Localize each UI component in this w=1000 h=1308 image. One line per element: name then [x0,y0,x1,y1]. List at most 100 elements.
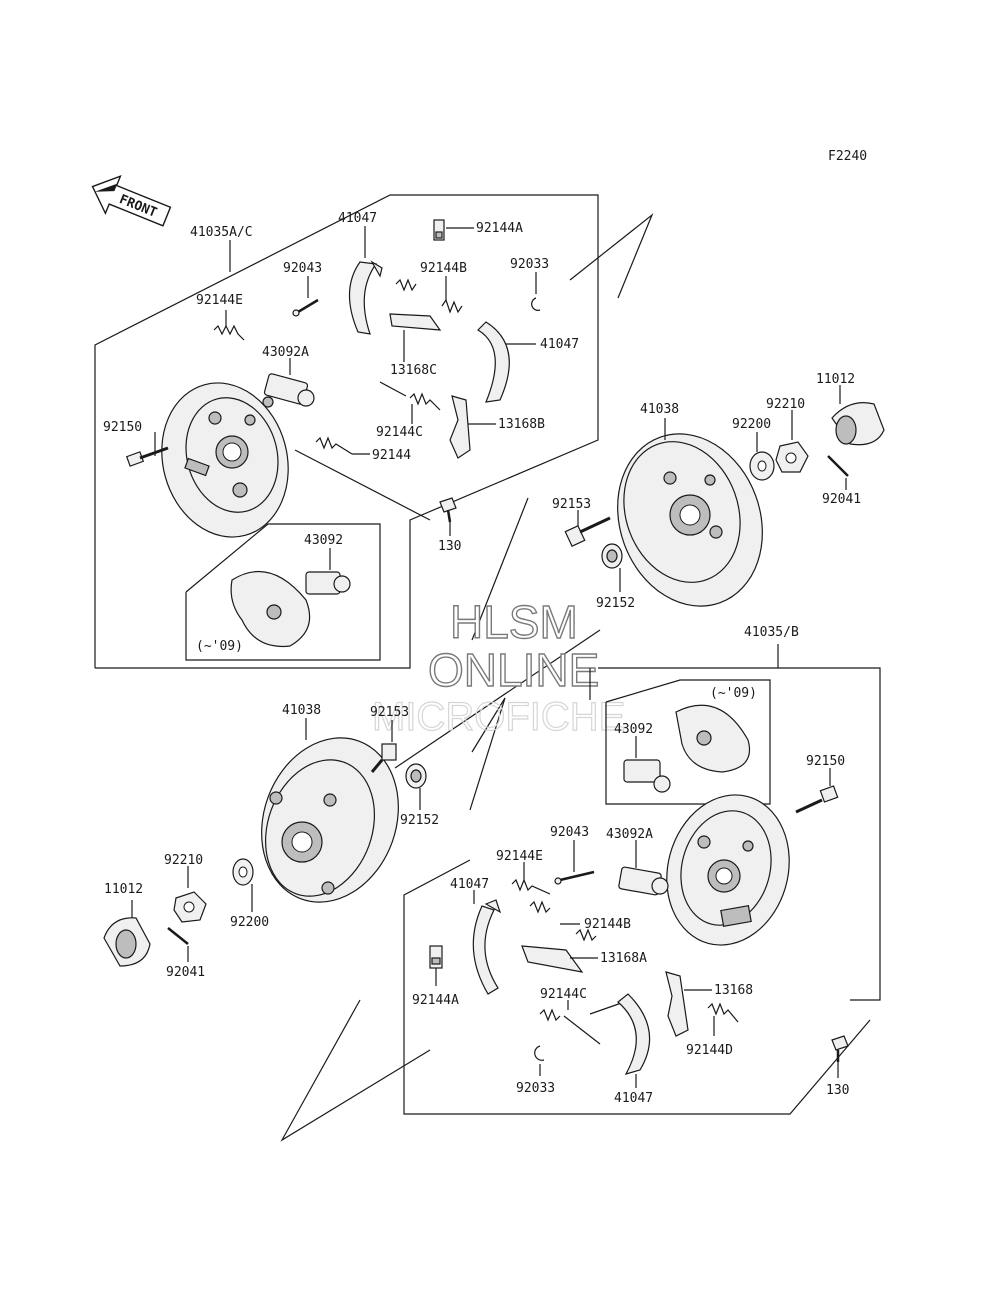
pin-92043-bottom [554,840,595,885]
label-92152-right: 92152 [596,596,635,611]
spring-92144b-bottom [529,900,597,942]
label-92200-left: 92200 [230,915,269,930]
brake-panel-top [161,382,289,538]
brake-panel-bottom [666,794,790,946]
spring-92144c-bottom [539,999,631,1045]
label-92210-right: 92210 [766,397,805,412]
seal-92152-right [601,543,623,592]
bolt-92150-top [125,432,169,467]
label-92210-left: 92210 [164,853,203,868]
label-92150-bottom: 92150 [806,754,845,769]
label-41047-top-a: 41047 [338,211,377,226]
label-11012-left: 11012 [104,882,143,897]
variant-inset-top [185,523,381,661]
label-41047-top-b: 41047 [540,337,579,352]
cap-11012-right [831,385,885,446]
label-43092a-bottom: 43092A [606,827,653,842]
adjuster-13168c-top [389,313,442,362]
label-41035ac: 41035A/C [190,225,253,240]
label-41047-bottom-b: 41047 [614,1091,653,1106]
label-13168b-top: 13168B [498,417,545,432]
label-13168-bottom: 13168 [714,983,753,998]
clip-92033-bottom [534,1045,545,1076]
label-92144-top: 92144 [372,448,411,463]
brake-shoe-41047-bottom-a [472,890,502,995]
stud-92153-right [564,510,611,548]
brake-shoe-41047-top-b [477,321,536,403]
label-92144c-top: 92144C [376,425,423,440]
label-92144e-top: 92144E [196,293,243,308]
label-92041-left: 92041 [166,965,205,980]
label-92144e-bottom: 92144E [496,849,543,864]
label-130-bottom: 130 [826,1083,849,1098]
label-92043-top: 92043 [283,261,322,276]
label-92153-left: 92153 [370,705,409,720]
nut-92210-right [775,410,809,473]
seal-92152-left [405,763,427,810]
label-92144a-top: 92144A [476,221,523,236]
watermark: HLSM ONLINE MICROFICHE [371,595,626,739]
brake-drum-41038-left [261,718,399,903]
label-92144a-bottom: 92144A [412,993,459,1008]
brake-shoe-41047-bottom-b [617,993,651,1088]
label-92144b-bottom: 92144B [584,917,631,932]
label-92041-right: 92041 [822,492,861,507]
label-13168c-top: 13168C [390,363,437,378]
bottom-assembly-frame [403,644,881,1115]
spring-clip-92144a-top [433,219,474,241]
spring-92144b-top [395,276,463,314]
screw-130-bottom [831,1035,849,1078]
label-92043-bottom: 92043 [550,825,589,840]
variant-inset-bottom [605,679,771,805]
figure-code: F2240 [828,149,867,164]
label-130-top: 130 [438,539,461,554]
washer-92200-left [232,858,254,912]
cap-11012-left [103,900,151,967]
spring-92144e-bottom [511,862,551,895]
wheel-cylinder-43092a-bottom [618,840,669,896]
label-92144d-bottom: 92144D [686,1043,733,1058]
spring-92144d-bottom [707,1002,739,1036]
label-43092a-top: 43092A [262,345,309,360]
screw-130-top [439,497,457,536]
label-41035b: 41035/B [744,625,799,640]
spring-92144e-top [213,310,245,341]
label-92033-bottom: 92033 [516,1081,555,1096]
label-92033-top: 92033 [510,257,549,272]
lever-13168b-top [449,395,496,459]
label-11012-right: 11012 [816,372,855,387]
adjuster-13168a-bottom [521,945,598,973]
top-assembly-frame [94,194,599,669]
watermark-line-2: ONLINE [428,644,599,696]
label-13168a-bottom: 13168A [600,951,647,966]
spring-92144c-top [379,381,441,424]
label-92152-left: 92152 [400,813,439,828]
variant-note-bottom: (~'09) [710,686,757,701]
front-arrow-icon: FRONT [91,175,172,227]
label-41038-right: 41038 [640,402,679,417]
label-43092-top: 43092 [304,533,343,548]
label-92144c-bottom: 92144C [540,987,587,1002]
brake-drum-41038-right [617,418,763,607]
watermark-line-3: MICROFICHE [372,695,625,739]
variant-note-top: (~'09) [196,639,243,654]
brake-shoe-41047-top-a [348,226,383,335]
connector-lines [280,213,654,1142]
clip-92033-top [531,272,541,311]
stud-92153-left [370,720,397,773]
lever-13168-bottom [665,971,712,1037]
label-41038-left: 41038 [282,703,321,718]
cotter-pin-92041-left [167,927,189,962]
spring-92144-top [315,436,370,455]
label-92153-right: 92153 [552,497,591,512]
wheel-cylinder-43092a-top [262,358,315,408]
washer-92200-right [749,432,775,481]
label-41047-bottom-a: 41047 [450,877,489,892]
label-92150-top: 92150 [103,420,142,435]
spring-clip-92144a-bottom [429,945,443,986]
cotter-pin-92041-right [827,455,849,490]
watermark-line-1: HLSM [450,596,578,648]
label-92200-right: 92200 [732,417,771,432]
nut-92210-left [173,866,207,923]
